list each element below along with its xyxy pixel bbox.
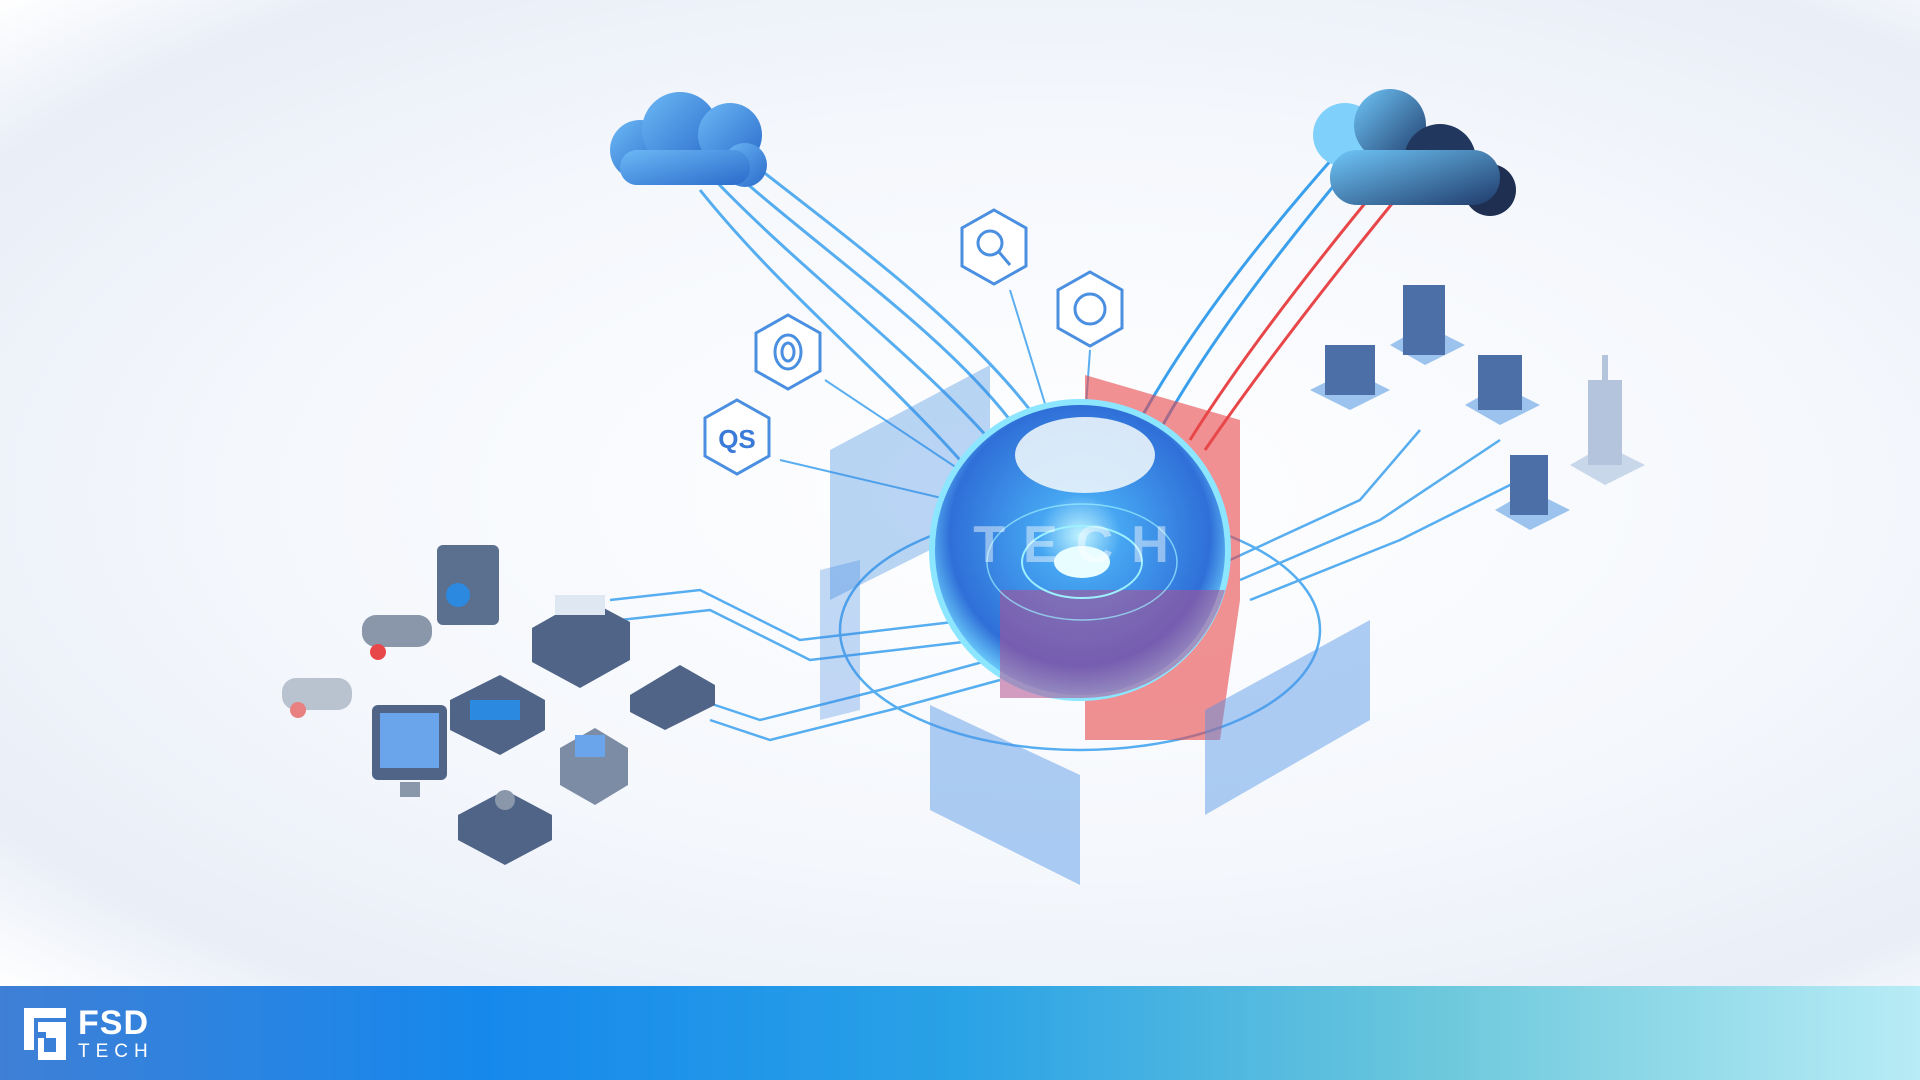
logo-secondary-text: TECH [78, 1041, 154, 1062]
os-label: QS [718, 424, 756, 454]
logo-mark-icon [24, 1007, 66, 1060]
cloud-icon-right [1313, 89, 1516, 216]
fingerprint-icon [754, 313, 822, 391]
sphere-watermark: TECH [973, 516, 1187, 574]
illustration-svg: QS TECH [282, 89, 1645, 885]
footer-bar: FSD TECH [0, 986, 1920, 1080]
fsd-tech-logo: FSD TECH [24, 1006, 154, 1061]
network-illustration: QS TECH [0, 0, 1920, 986]
device-icons [282, 545, 715, 865]
security-camera-icon [362, 615, 432, 660]
building-icons [1310, 285, 1645, 530]
server-icon [437, 545, 499, 625]
logo-primary-text: FSD [78, 1004, 149, 1042]
monitor-icon [372, 705, 447, 797]
cloud-links-left [698, 148, 1032, 461]
magnifier-icon [960, 208, 1028, 286]
central-globe: TECH [929, 399, 1231, 701]
router-icon [630, 665, 715, 730]
device-links [609, 429, 1521, 752]
printer-icon [532, 595, 630, 688]
cloud-icon-left [610, 92, 767, 187]
brain-chip-icon [1056, 270, 1124, 348]
device-box-icon [560, 728, 628, 805]
security-camera-icon-2 [282, 678, 352, 718]
control-panel-icon [450, 675, 545, 755]
hub-icon [458, 790, 552, 865]
os-icon: QS [703, 398, 771, 476]
